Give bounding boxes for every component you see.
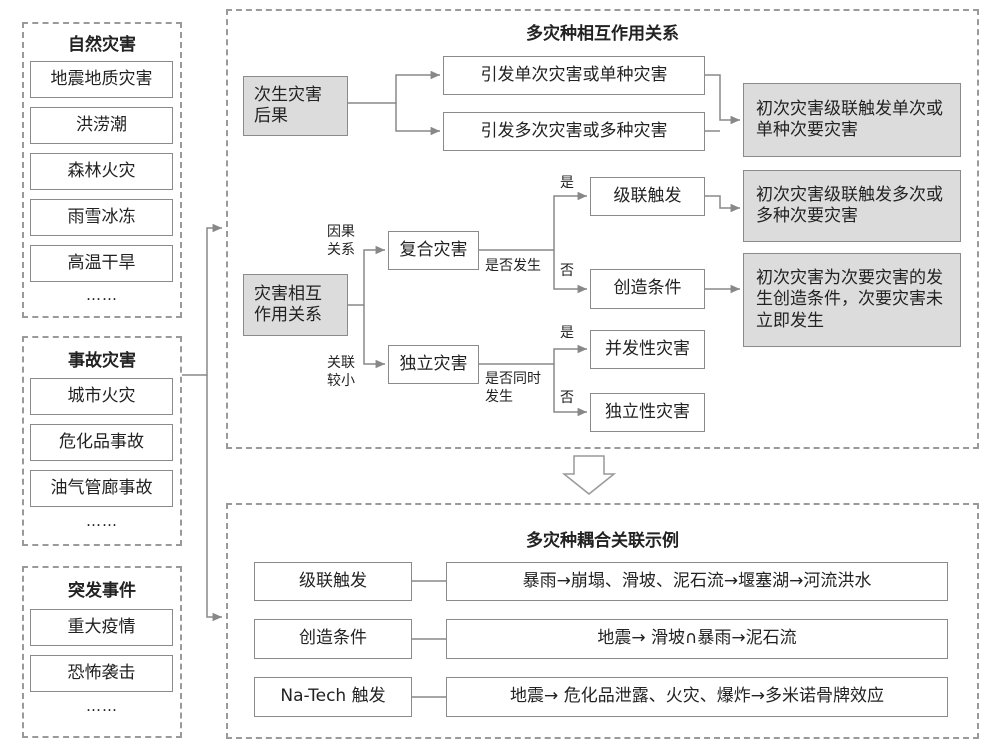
label-simultaneous: 是否同时 发生 xyxy=(485,371,541,405)
examples-panel xyxy=(226,503,979,739)
natural-disaster-group xyxy=(22,22,182,318)
accident-item-2: 油气管廊事故 xyxy=(30,470,173,507)
label-causal: 因果 关系 xyxy=(327,224,355,258)
result-multiple-box: 初次灾害级联触发多次或多种次要灾害 xyxy=(743,170,961,242)
example-text-natech: 地震→ 危化品泄露、火灾、爆炸→多米诺骨牌效应 xyxy=(446,677,948,717)
natural-item-3: 雨雪冰冻 xyxy=(30,199,173,236)
cascade-trigger-box: 级联触发 xyxy=(590,177,705,216)
natural-disaster-title: 自然灾害 xyxy=(68,35,136,55)
label-no-independent: 否 xyxy=(560,390,574,406)
independent-disaster-box: 独立灾害 xyxy=(388,345,479,384)
mutual-interaction-box: 灾害相互作用关系 xyxy=(243,274,348,336)
emergency-item-0: 重大疫情 xyxy=(30,609,173,646)
create-condition-box: 创造条件 xyxy=(590,269,705,309)
natural-item-1: 洪涝潮 xyxy=(30,107,173,144)
label-occur: 是否发生 xyxy=(485,258,541,274)
trigger-multiple-box: 引发多次灾害或多种灾害 xyxy=(443,112,705,151)
independent-result-box: 独立性灾害 xyxy=(590,393,705,432)
example-text-create: 地震→ 滑坡∩暴雨→泥石流 xyxy=(446,619,948,659)
result-create-box: 初次灾害为次要灾害的发生创造条件，次要灾害未立即发生 xyxy=(743,253,961,347)
accident-ellipsis: …… xyxy=(86,512,118,530)
emergency-group xyxy=(22,566,182,738)
label-yes-independent: 是 xyxy=(560,325,574,341)
label-no-compound: 否 xyxy=(560,263,574,279)
result-single-box: 初次灾害级联触发单次或单种次要灾害 xyxy=(743,83,961,157)
trigger-single-box: 引发单次灾害或单种灾害 xyxy=(443,56,705,95)
accident-item-0: 城市火灾 xyxy=(30,378,173,415)
natural-item-2: 森林火灾 xyxy=(30,153,173,190)
secondary-consequence-box: 次生灾害后果 xyxy=(243,76,348,136)
natural-item-4: 高温干旱 xyxy=(30,245,173,282)
emergency-title: 突发事件 xyxy=(68,581,136,601)
example-type-cascade: 级联触发 xyxy=(254,562,412,601)
emergency-item-1: 恐怖袭击 xyxy=(30,655,173,692)
interaction-panel xyxy=(226,9,979,449)
accident-disaster-title: 事故灾害 xyxy=(68,351,136,371)
interaction-title: 多灾种相互作用关系 xyxy=(526,24,679,44)
label-yes-compound: 是 xyxy=(560,175,574,191)
accident-disaster-group xyxy=(22,336,182,546)
natural-ellipsis: …… xyxy=(86,286,118,304)
emergency-ellipsis: …… xyxy=(86,697,118,715)
examples-title: 多灾种耦合关联示例 xyxy=(526,531,679,551)
compound-disaster-box: 复合灾害 xyxy=(388,231,479,270)
accident-item-1: 危化品事故 xyxy=(30,424,173,461)
example-type-natech: Na-Tech 触发 xyxy=(254,677,412,717)
concurrent-disaster-box: 并发性灾害 xyxy=(590,330,705,369)
natural-item-0: 地震地质灾害 xyxy=(30,61,173,98)
example-type-create: 创造条件 xyxy=(254,619,412,659)
label-weak: 关联 较小 xyxy=(327,355,355,389)
example-text-cascade: 暴雨→崩塌、滑坡、泥石流→堰塞湖→河流洪水 xyxy=(446,562,948,601)
